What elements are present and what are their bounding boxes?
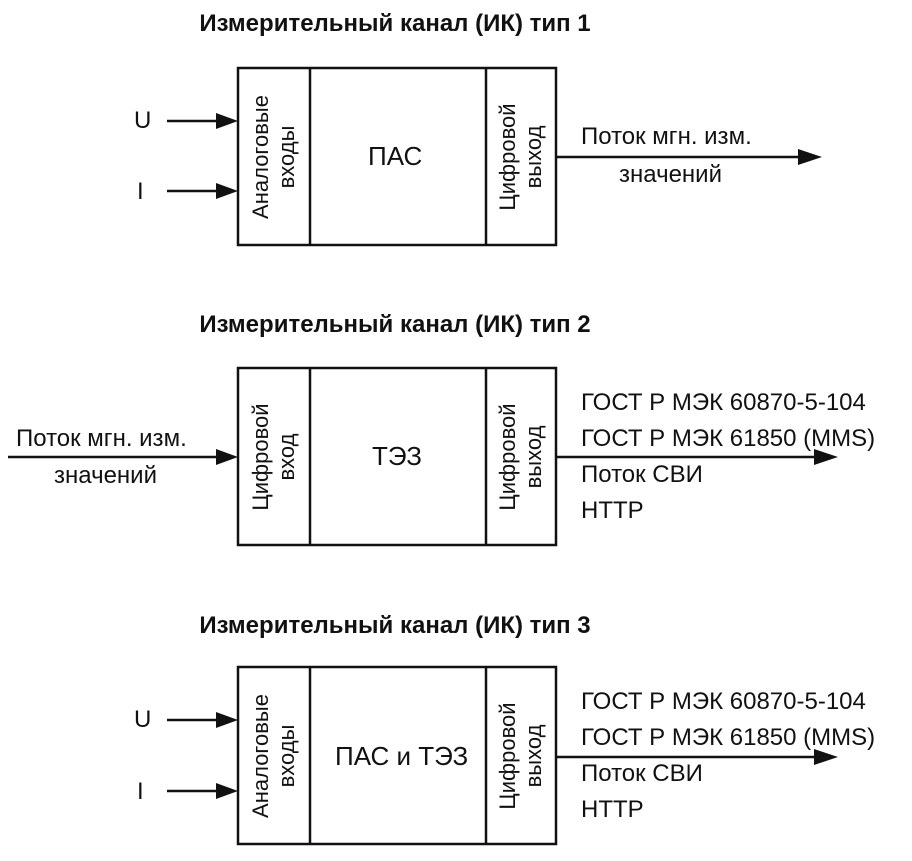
channel-3-center-label: ПАС и ТЭЗ <box>335 741 469 771</box>
channel-1-title: Измерительный канал (ИК) тип 1 <box>199 10 591 37</box>
channel-3-output-protocol-2: ГОСТ Р МЭК 61850 (MMS) <box>581 724 876 751</box>
channel-1-input-u-arrow <box>167 113 238 129</box>
channel-3-output-protocol-4: HTTP <box>581 796 644 823</box>
channel-2-input-label-line-1: Поток мгн. изм. <box>16 425 187 452</box>
channel-1-block <box>236 66 558 247</box>
channel-3-outer-box <box>236 665 558 846</box>
channel-2-output-protocol-4: HTTP <box>581 497 644 524</box>
channel-2-center-label: ТЭЗ <box>372 441 422 471</box>
channel-3-input-u-label: U <box>134 706 152 733</box>
channel-3-title: Измерительный канал (ИК) тип 3 <box>199 612 591 639</box>
channel-2-right-section-label: Цифровой выход <box>495 403 546 511</box>
channel-1-outer-box <box>236 66 558 247</box>
channel-2-output-protocol-3: Поток СВИ <box>581 461 703 488</box>
channel-3-block <box>236 665 558 846</box>
channel-1-input-i-label: I <box>137 178 144 205</box>
channel-3-input-i-label: I <box>137 778 144 805</box>
channel-3-input-u-arrow <box>167 712 238 728</box>
channel-1-left-section-label: Аналоговые входы <box>248 95 299 219</box>
channel-2-input-label-line-2: значений <box>54 462 157 489</box>
channel-3-left-section-label: Аналоговые входы <box>248 694 299 818</box>
channel-2-output-protocol-1: ГОСТ Р МЭК 60870-5-104 <box>581 389 866 416</box>
channel-1-right-section-label: Цифровой выход <box>495 103 546 211</box>
channel-3-output-protocol-1: ГОСТ Р МЭК 60870-5-104 <box>581 688 866 715</box>
channel-3-output-arrow <box>556 749 838 765</box>
channel-3-right-section-label: Цифровой выход <box>495 702 546 810</box>
channel-3-output-protocol-3: Поток СВИ <box>581 760 703 787</box>
channel-1-output-label-line-1: Поток мгн. изм. <box>581 123 752 150</box>
channel-2-output-protocol-2: ГОСТ Р МЭК 61850 (MMS) <box>581 425 876 452</box>
channel-2-output-arrow <box>556 449 838 465</box>
channel-1-output-arrow <box>556 149 822 165</box>
channel-2-left-section-label: Цифровой вход <box>248 403 299 511</box>
channel-2-outer-box <box>236 366 558 547</box>
channel-1-input-i-arrow <box>167 183 238 199</box>
channel-2-block <box>236 366 558 547</box>
channel-2-input-arrow <box>8 449 238 465</box>
channel-3-input-i-arrow <box>167 783 238 799</box>
channel-1-output-label-line-2: значений <box>619 161 722 188</box>
channel-1-center-label: ПАС <box>368 141 423 171</box>
channel-2-title: Измерительный канал (ИК) тип 2 <box>199 311 591 338</box>
channel-1-input-u-label: U <box>134 107 152 134</box>
